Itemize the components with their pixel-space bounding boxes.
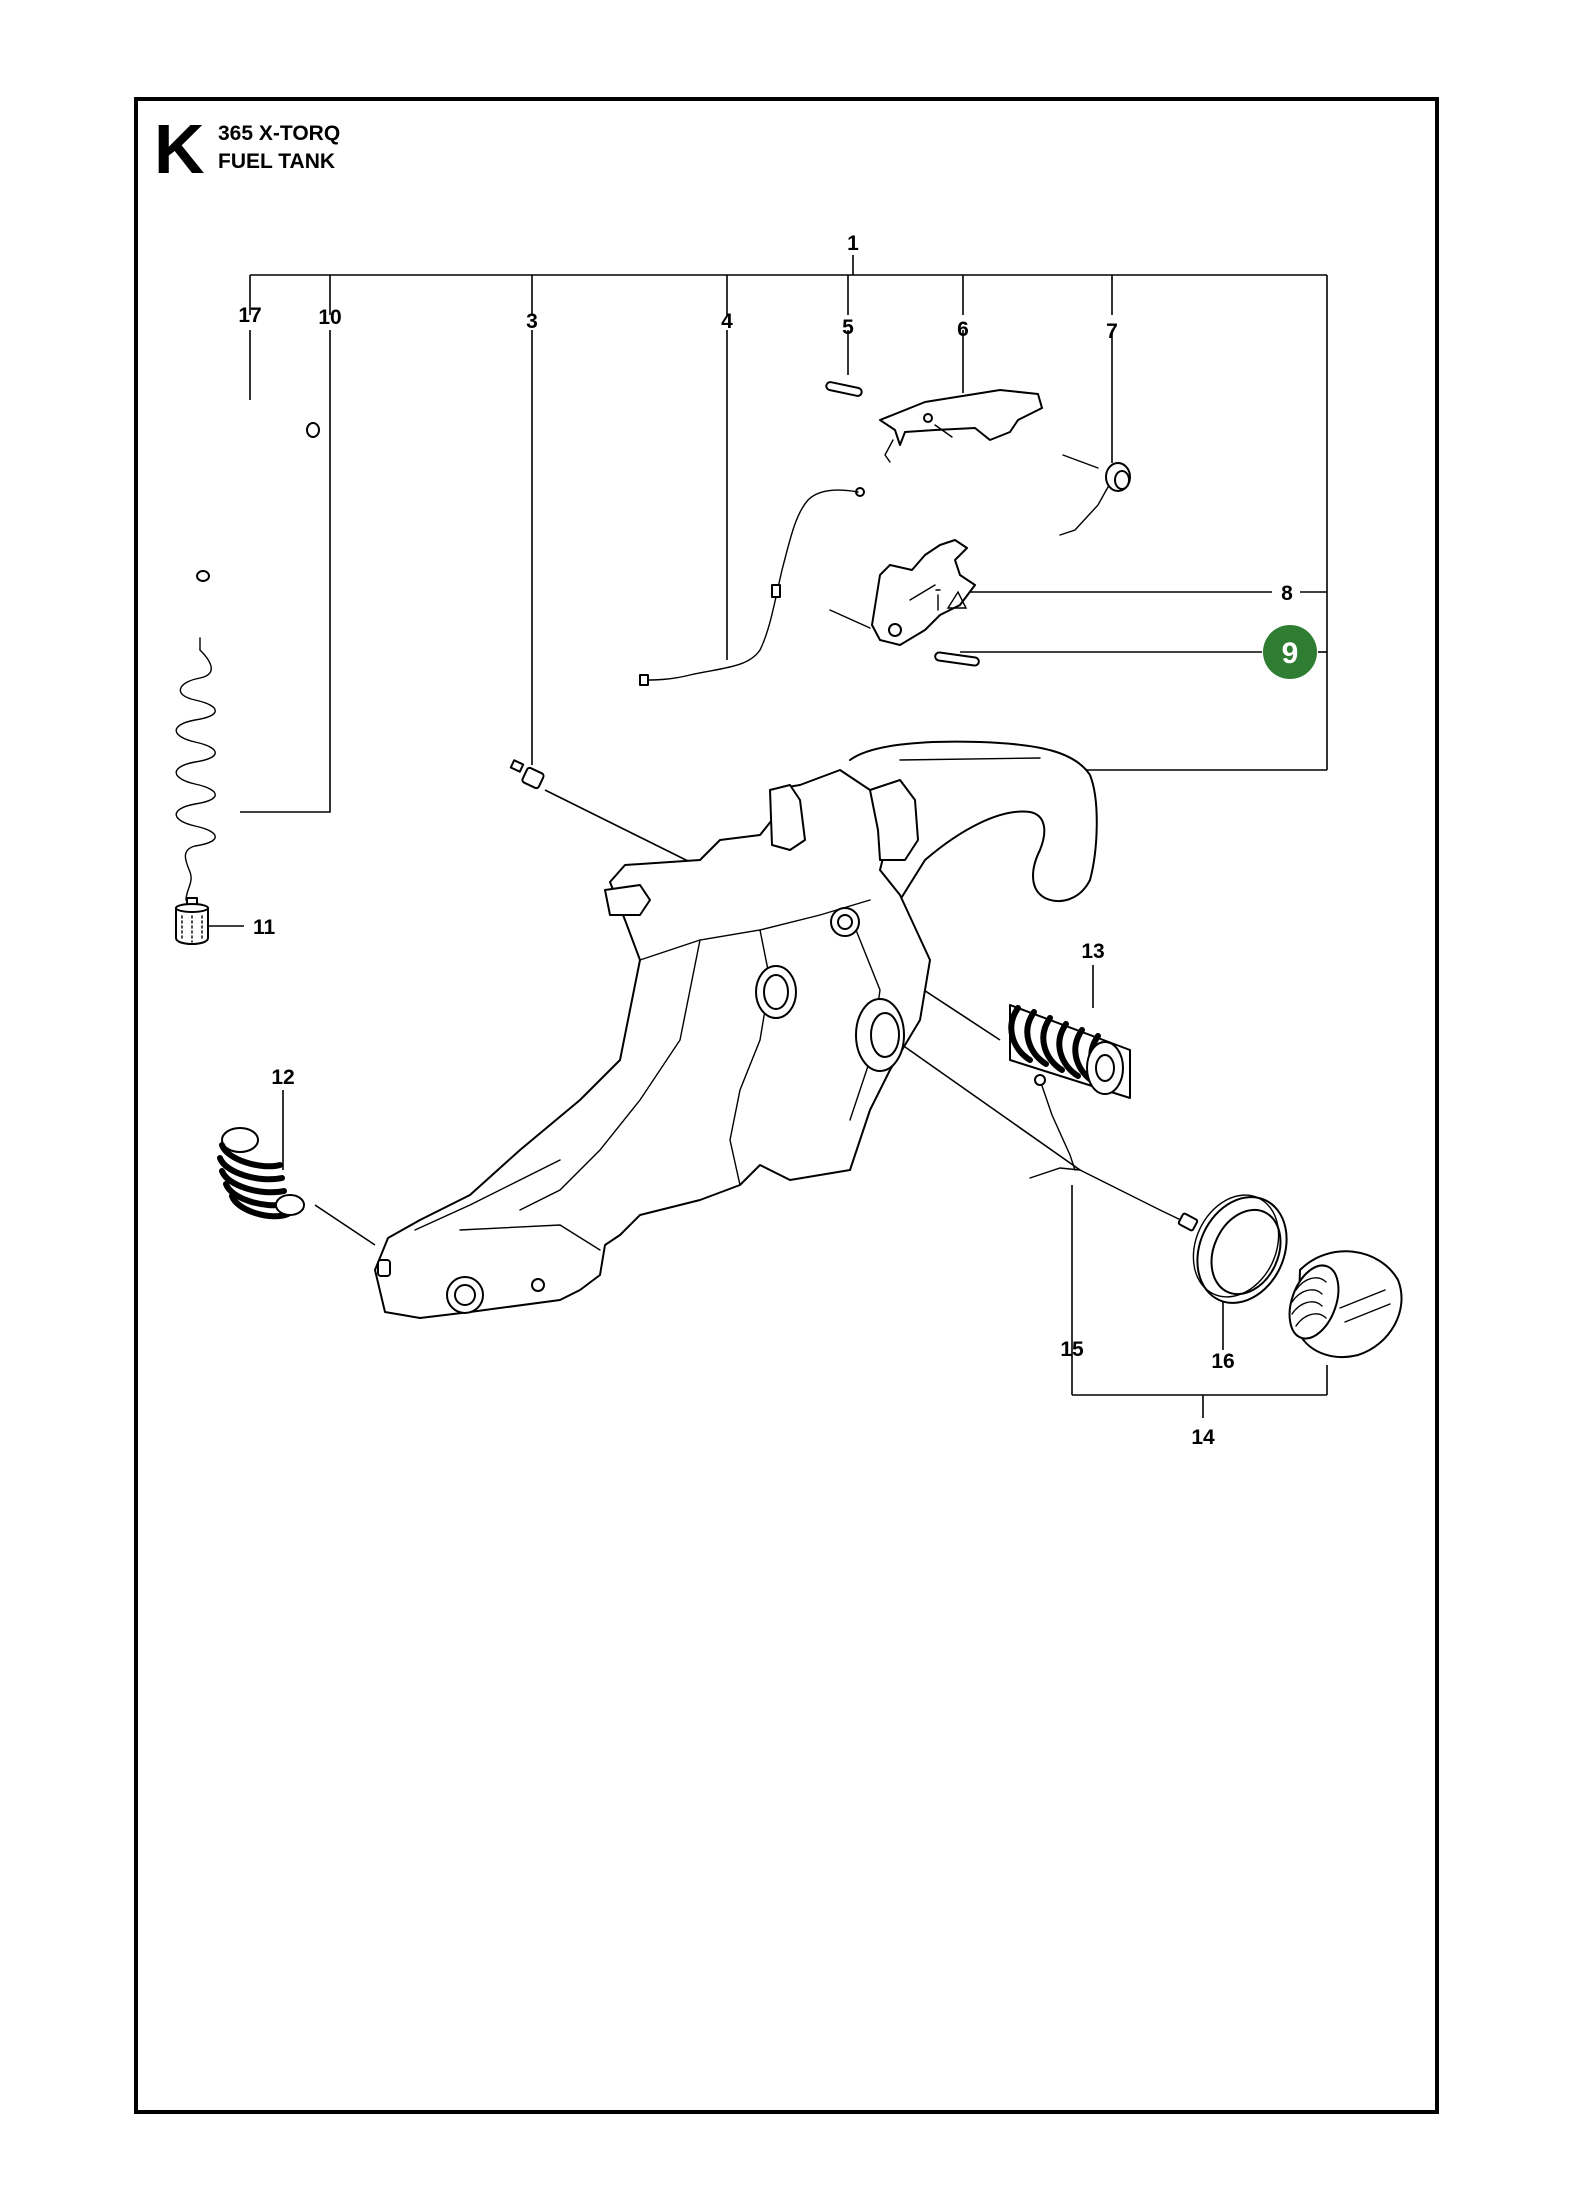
throttle-rod-4 — [639, 487, 865, 686]
highlight-badge — [1263, 625, 1317, 679]
page-frame — [134, 97, 1439, 2114]
callout-9: 9 — [1282, 637, 1299, 670]
callout-5: 5 — [842, 316, 854, 339]
highlighted-callout-9: 9 — [1263, 625, 1317, 679]
callout-11: 11 — [253, 916, 276, 939]
callout-17: 17 — [238, 304, 261, 327]
seal-ring-16 — [1192, 1194, 1288, 1304]
hose-17 — [148, 407, 320, 582]
callout-1: 1 — [847, 232, 859, 255]
callout-14: 14 — [1191, 1426, 1215, 1449]
nipple-3 — [509, 759, 545, 790]
av-spring-12 — [217, 1127, 305, 1220]
callout-12: 12 — [271, 1066, 294, 1089]
av-spring-13 — [1008, 1004, 1131, 1099]
callout-6: 6 — [957, 318, 969, 341]
section-letter: K — [154, 110, 205, 188]
fuel-line-coil-10 — [175, 637, 216, 901]
throttle-lockout-6 — [879, 389, 1043, 463]
callout-10: 10 — [318, 306, 341, 329]
section-title: FUEL TANK — [218, 150, 336, 173]
callout-7: 7 — [1106, 320, 1118, 343]
fuel-tank-body — [374, 740, 1098, 1319]
throttle-trigger-8 — [829, 539, 976, 646]
callout-13: 13 — [1081, 940, 1104, 963]
callout-8: 8 — [1281, 582, 1293, 605]
fuel-cap — [1288, 1250, 1403, 1358]
model-name: 365 X-TORQ — [218, 122, 341, 145]
leader-lines — [205, 255, 1328, 1418]
callout-3: 3 — [526, 310, 538, 333]
hook-wire-15 — [1029, 1074, 1199, 1232]
callout-labels: 1 3 4 5 6 7 8 10 11 12 13 14 15 16 17 — [238, 232, 1293, 1449]
fuel-filter-11 — [175, 897, 209, 945]
pin-5 — [825, 381, 863, 397]
spring-7 — [1059, 454, 1131, 536]
callout-16: 16 — [1211, 1350, 1234, 1373]
callout-4: 4 — [721, 310, 733, 333]
callout-15: 15 — [1060, 1338, 1084, 1361]
pin-9 — [934, 651, 980, 667]
